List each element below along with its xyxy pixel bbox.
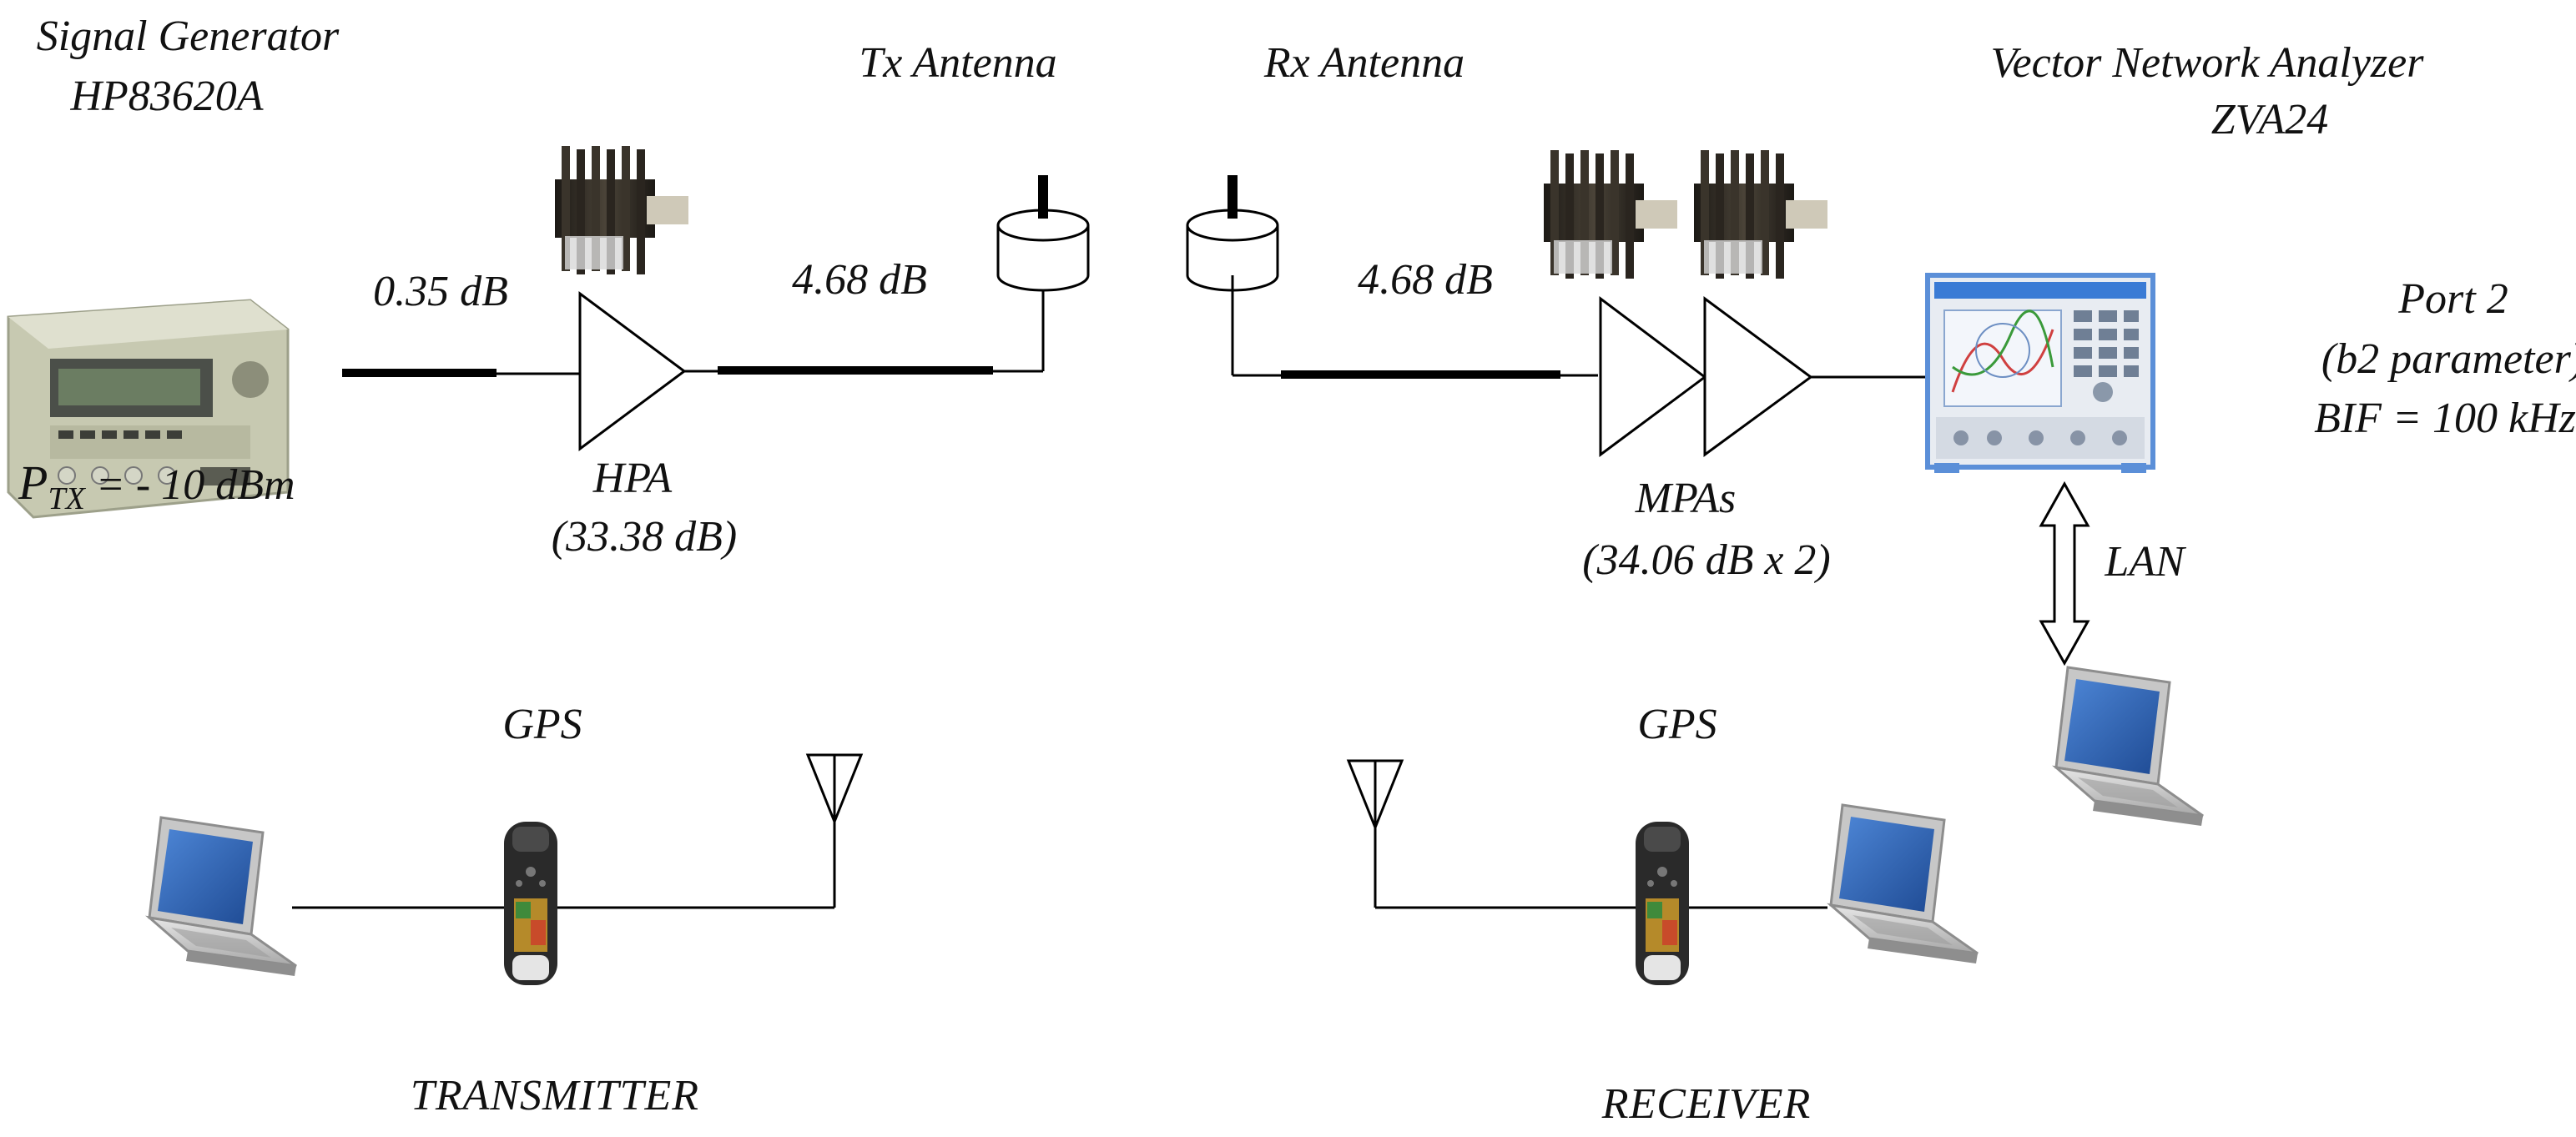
vna-laptop-icon <box>2054 666 2205 828</box>
tx-antenna-label: Tx Antenna <box>859 39 1056 87</box>
lan-label: LAN <box>2104 538 2187 586</box>
rx-gps-handheld-icon <box>1636 822 1689 985</box>
tx-dipole-antenna-icon <box>805 753 864 908</box>
port-parameter: (b2 parameter) <box>2321 335 2576 383</box>
receiver-label: RECEIVER <box>1601 1080 1812 1128</box>
tx-laptop-icon <box>148 816 298 978</box>
vector-network-analyzer-icon <box>1925 273 2155 473</box>
rx-laptop-icon <box>1829 803 1979 965</box>
rx-dipole-antenna-icon <box>1346 759 1404 908</box>
hpa-gain: (33.38 dB) <box>552 513 737 561</box>
hpa-label: HPA <box>592 455 673 502</box>
mpa-1-heatsink-icon <box>1544 150 1677 279</box>
tx-horn-antenna-icon <box>996 175 1090 292</box>
port-bif: BIF = 100 kHz <box>2314 395 2576 442</box>
ptx-label: PTX = - 10 dBm <box>18 455 295 516</box>
gps-tx-label: GPS <box>502 701 582 748</box>
signal-generator-icon <box>7 299 290 519</box>
mpa-2-amplifier-icon <box>1703 296 1813 457</box>
mpa-gain: (34.06 dB x 2) <box>1582 536 1830 584</box>
hpa-heatsink-icon <box>555 146 688 274</box>
mpa-label: MPAs <box>1635 475 1736 522</box>
hpa-amplifier-icon <box>578 291 687 451</box>
mpa-1-amplifier-icon <box>1599 295 1707 457</box>
rx-horn-antenna-icon <box>1186 175 1279 292</box>
vna-title: Vector Network Analyzer <box>1991 39 2425 87</box>
tx-cable-2-loss: 4.68 dB <box>792 256 927 304</box>
signal-generator-title: Signal Generator <box>37 13 340 60</box>
rx-antenna-label: Rx Antenna <box>1263 39 1464 87</box>
rx-cable-loss: 4.68 dB <box>1358 256 1493 304</box>
lan-double-arrow-icon <box>2039 480 2090 667</box>
tx-gps-handheld-icon <box>504 822 557 985</box>
signal-generator-model: HP83620A <box>69 73 263 120</box>
vna-model: ZVA24 <box>2211 96 2329 143</box>
transmitter-label: TRANSMITTER <box>411 1072 699 1119</box>
port-label: Port 2 <box>2397 275 2508 323</box>
tx-cable-1-loss: 0.35 dB <box>373 268 508 315</box>
gps-rx-label: GPS <box>1637 701 1716 748</box>
mpa-2-heatsink-icon <box>1694 150 1827 279</box>
